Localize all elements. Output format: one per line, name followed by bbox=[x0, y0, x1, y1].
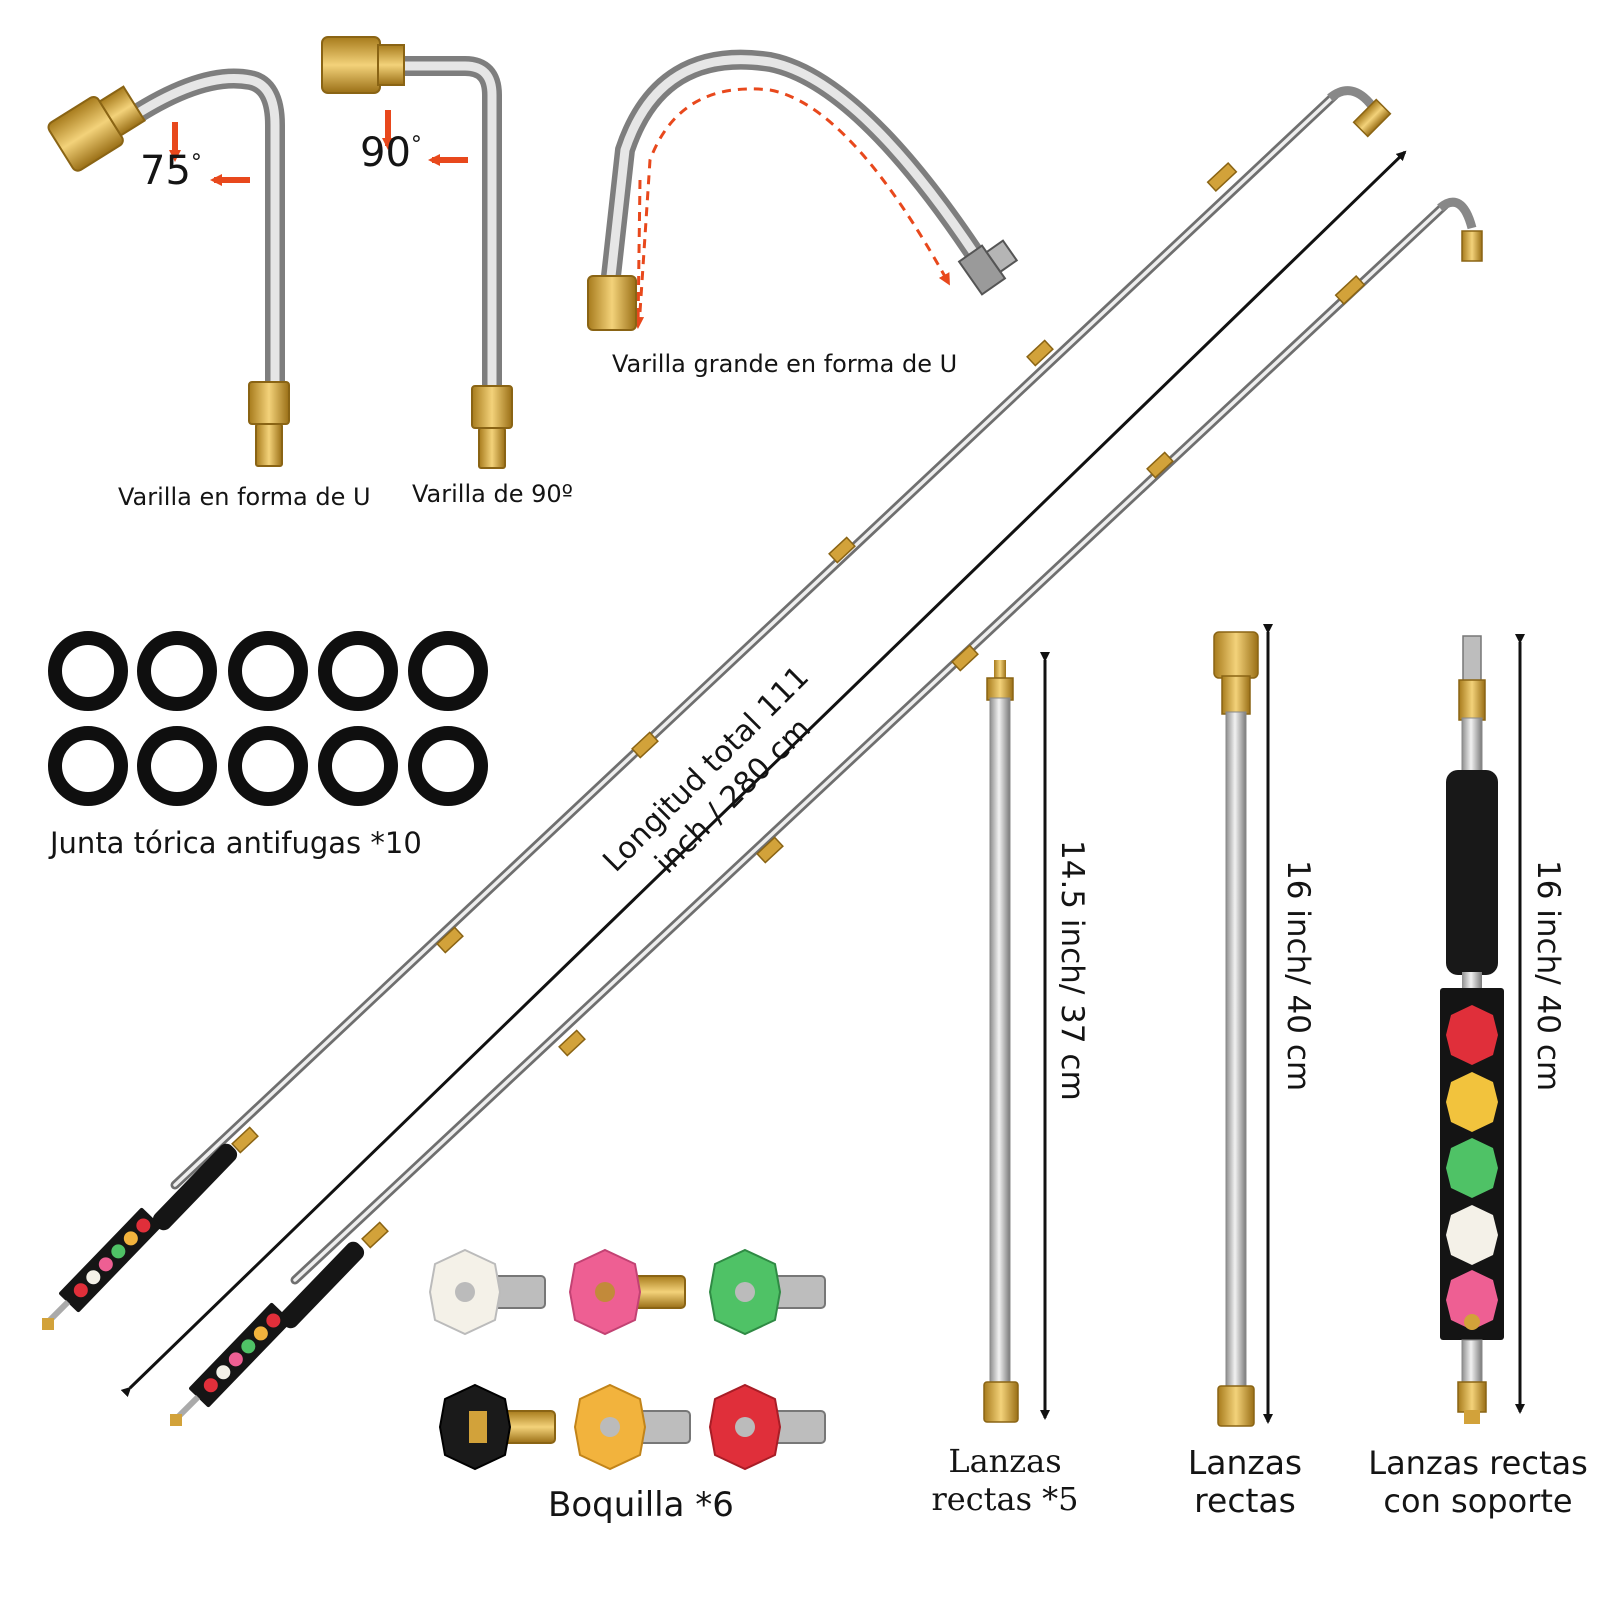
o-ring-icon bbox=[228, 726, 308, 806]
straight-rod-145 bbox=[983, 652, 1050, 1423]
angle-90-label: 90° bbox=[360, 130, 422, 176]
big-u-rod-label: Varilla grande en forma de U bbox=[612, 350, 958, 378]
quick-connector-icon bbox=[321, 36, 381, 94]
straight-rod-16 bbox=[1213, 624, 1273, 1427]
long-wand-1 bbox=[42, 86, 1392, 1330]
nozzle-tip-icon bbox=[573, 1383, 691, 1471]
rod-90-label: Varilla de 90º bbox=[412, 480, 573, 508]
straight-label: Lanzas rectas bbox=[1160, 1444, 1330, 1520]
nozzle-tip-icon bbox=[438, 1383, 556, 1471]
quick-connector-icon bbox=[1213, 631, 1259, 679]
o-ring-icon bbox=[48, 726, 128, 806]
o-ring-icon bbox=[48, 631, 128, 711]
straight-support-label: Lanzas rectas con soporte bbox=[1358, 1444, 1598, 1520]
straight-5-label: Lanzas rectas *5 bbox=[920, 1442, 1090, 1518]
handle-grip-icon bbox=[1446, 770, 1498, 975]
dimension-16a-label: 16 inch/ 40 cm bbox=[1280, 860, 1316, 1092]
o-ring-label: Junta tórica antifugas *10 bbox=[50, 826, 422, 860]
straight-5-label-line2: rectas *5 bbox=[931, 1480, 1079, 1518]
nozzle-label: Boquilla *6 bbox=[548, 1485, 734, 1525]
quick-connector-icon bbox=[47, 85, 146, 172]
dimension-145-label: 14.5 inch/ 37 cm bbox=[1054, 840, 1090, 1101]
nozzle-tip-icon bbox=[428, 1248, 546, 1336]
nozzle-tip-icon bbox=[568, 1248, 686, 1336]
straight-support-label-line2: con soporte bbox=[1383, 1482, 1573, 1520]
nozzle-set bbox=[428, 1248, 826, 1471]
big-u-rod-illustration bbox=[587, 49, 1019, 331]
straight-5-label-line1: Lanzas bbox=[948, 1442, 1062, 1480]
straight-label-line1: Lanzas bbox=[1187, 1443, 1303, 1482]
u-rod-75-illustration bbox=[47, 68, 290, 467]
quick-connector-icon bbox=[587, 275, 637, 331]
rod-90-illustration bbox=[321, 36, 513, 469]
o-ring-icon bbox=[408, 726, 488, 806]
straight-rod-with-holder bbox=[1440, 634, 1525, 1424]
nozzle-tip-icon bbox=[708, 1383, 826, 1471]
angle-75-label: 75° bbox=[140, 148, 202, 194]
straight-label-line2: rectas bbox=[1194, 1481, 1296, 1520]
o-ring-icon bbox=[408, 631, 488, 711]
straight-support-label-line1: Lanzas rectas bbox=[1368, 1444, 1588, 1482]
o-ring-icon bbox=[137, 726, 217, 806]
o-ring-icon bbox=[318, 726, 398, 806]
dimension-16b-label: 16 inch/ 40 cm bbox=[1530, 860, 1566, 1092]
o-ring-icon bbox=[228, 631, 308, 711]
u-rod-label: Varilla en forma de U bbox=[118, 483, 371, 511]
o-ring-set bbox=[48, 631, 488, 806]
long-wand-2 bbox=[170, 197, 1483, 1426]
nozzle-tip-icon bbox=[708, 1248, 826, 1336]
total-length-arrow bbox=[120, 150, 1407, 1398]
o-ring-icon bbox=[137, 631, 217, 711]
handle-grip-icon bbox=[152, 1143, 238, 1231]
o-ring-icon bbox=[318, 631, 398, 711]
